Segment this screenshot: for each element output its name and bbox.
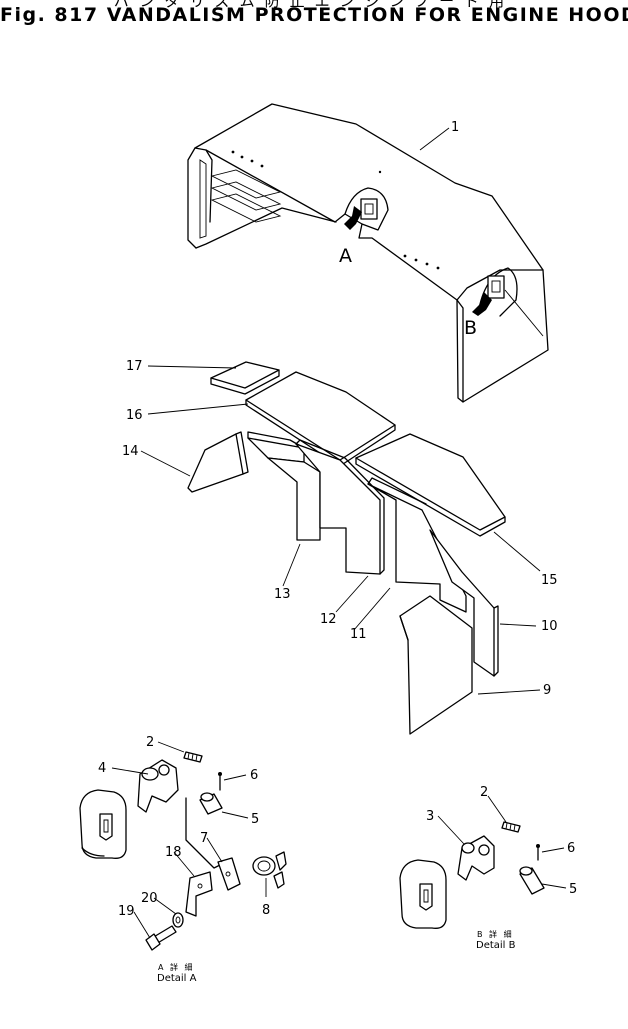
screw-part-2a [183,751,203,763]
callout-2b: 2 [480,785,488,800]
callout-10: 10 [541,619,558,634]
key-lock-part-8 [252,851,287,889]
bolt-part-19 [145,925,177,951]
panel-17 [210,361,280,395]
callout-7: 7 [200,831,208,846]
callout-13: 13 [274,587,291,602]
callout-6b: 6 [567,841,575,856]
callout-6a: 6 [250,768,258,783]
callout-20: 20 [141,891,158,906]
callout-5b: 5 [569,882,577,897]
panel-10 [429,529,499,677]
washer-part-20 [172,912,184,928]
view-marker-b: B [464,317,477,339]
callout-3: 3 [426,809,434,824]
view-marker-a: A [339,245,352,267]
shaft-part-5b [519,866,545,895]
leader-lines [111,127,567,939]
callout-19: 19 [118,904,135,919]
detail-a-caption-en: Detail A [157,973,197,984]
lock-cover [79,789,127,859]
pin-part-6a [218,772,222,791]
hinge-bracket-part-3 [457,835,495,881]
shaft-part-5a [199,792,223,815]
callout-8: 8 [262,903,270,918]
panel-12 [295,439,385,575]
detail-b-caption-jp: B 詳 細 [477,929,514,939]
detail-a-caption: A 詳 細 Detail A [157,962,197,984]
callout-11: 11 [350,627,367,642]
hinge-bracket-part-4 [137,759,179,813]
pin-part-6b [536,844,540,861]
callout-18: 18 [165,845,182,860]
latch-plate-part-18 [185,871,213,917]
callout-15: 15 [541,573,558,588]
screw-part-2b [501,821,521,833]
callout-2a: 2 [146,735,154,750]
detail-a-caption-jp: A 詳 細 [158,962,195,972]
callout-numbers: 1 17 16 14 13 12 11 10 15 9 2 4 6 5 7 18… [98,120,577,919]
panel-9 [399,595,473,735]
callout-17: 17 [126,359,143,374]
callout-12: 12 [320,612,337,627]
callout-5a: 5 [251,812,259,827]
figure-title: Fig. 817 VANDALISM PROTECTION FOR ENGINE… [0,4,628,26]
view-arrow-a: A [339,206,362,267]
callout-4: 4 [98,761,106,776]
lock-cover-b [399,859,447,929]
callout-14: 14 [122,444,139,459]
lock-rod-part-7 [185,797,241,891]
panel-14 [187,431,249,493]
detail-b-caption-en: Detail B [476,940,516,951]
panel-15 [355,433,506,537]
figure-title-japanese: バンダリズム防止エンジンフード用 [113,0,515,10]
callout-9: 9 [543,683,551,698]
callout-16: 16 [126,408,143,423]
detail-b-caption: B 詳 細 Detail B [476,929,516,951]
engine-hood-part-1 [187,103,549,403]
view-arrow-b: B [464,292,492,339]
callout-1: 1 [451,120,459,135]
